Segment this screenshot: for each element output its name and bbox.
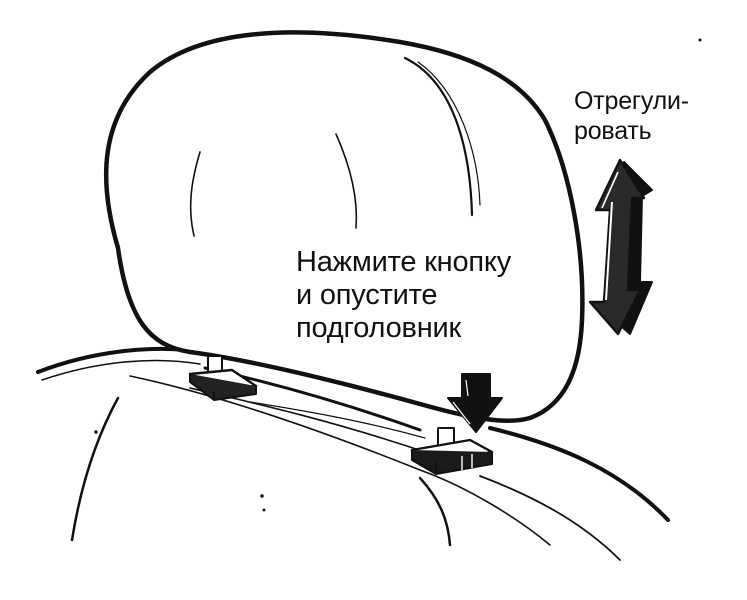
press-label-line-3: подголовник [296, 312, 462, 344]
left-post-guide [188, 355, 258, 401]
adjust-label-line-1: Отрегули- [574, 87, 689, 115]
seat-left-side [70, 396, 120, 542]
press-down-arrow-icon [447, 373, 503, 433]
headrest-outline [103, 30, 585, 423]
seat-right-side [418, 476, 452, 547]
press-label-line-2: и опустите [296, 279, 438, 311]
headrest-cushion [103, 30, 585, 423]
adjust-label: Отрегули- ровать [574, 86, 689, 146]
adjust-label-line-2: ровать [574, 117, 652, 145]
seat-top-edge [36, 346, 207, 374]
press-and-lower-label: Нажмите кнопку и опустите подголовник [296, 246, 511, 345]
headrest-seam [403, 56, 474, 217]
headrest-crease-middle [335, 133, 358, 229]
headrest-crease-left [189, 151, 201, 237]
press-label-line-1: Нажмите кнопку [296, 246, 511, 278]
up-down-arrow-icon [588, 158, 653, 336]
right-post-guide [410, 427, 494, 475]
